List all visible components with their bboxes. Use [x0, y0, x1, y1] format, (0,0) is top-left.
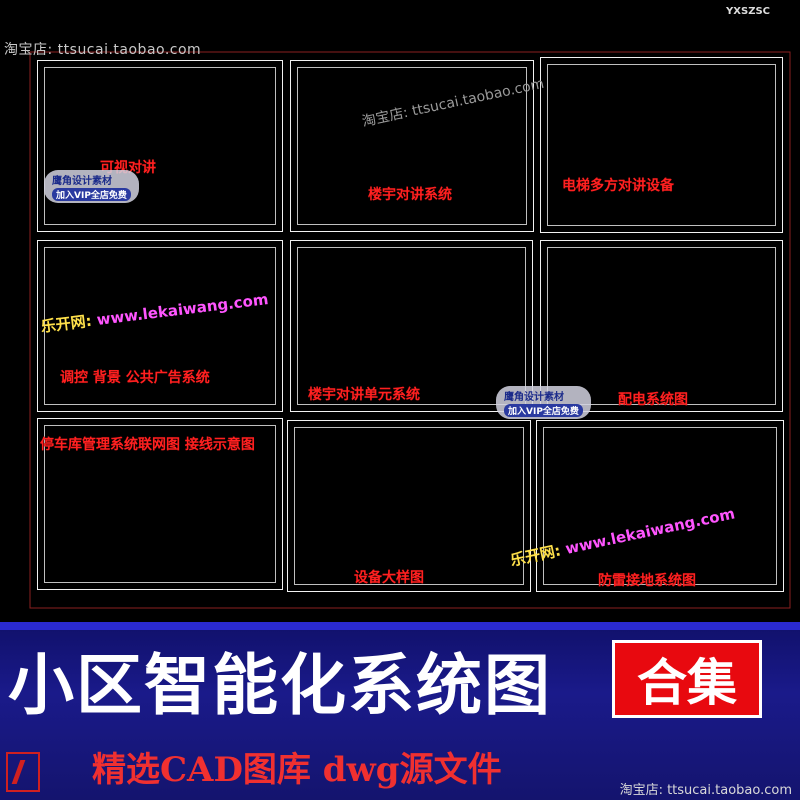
sheet-7-title: 停车库管理系统联网图 接线示意图 — [40, 437, 255, 453]
sheet-3-title: 电梯多方对讲设备 — [562, 178, 674, 194]
collection-badge-text: 合集 — [637, 654, 737, 712]
shop-watermark-bottom: 淘宝店: ttsucai.taobao.com — [619, 783, 792, 798]
sheet-5 — [290, 240, 533, 412]
sheet-2-title: 楼宇对讲系统 — [368, 187, 452, 203]
sheet-7 — [37, 418, 283, 590]
collection-badge: 合集 — [612, 640, 762, 718]
sheet-6 — [540, 240, 783, 412]
product-code: YXSZSC — [726, 6, 770, 17]
sheet-5-title: 楼宇对讲单元系统 — [308, 387, 420, 403]
banner-subtitle: 精选CAD图库 dwg源文件 — [92, 750, 502, 790]
cad-box — [29, 51, 791, 609]
banner-title: 小区智能化系统图 — [8, 647, 552, 724]
brand-badge-1: 鹰角设计素材 加入VIP全店免费 — [44, 170, 139, 203]
sheet-8-title: 设备大样图 — [354, 570, 424, 586]
sheet-4 — [37, 240, 283, 412]
sheet-9 — [536, 420, 784, 592]
sheet-1 — [37, 60, 283, 232]
sheet-2 — [290, 60, 534, 232]
sheet-6-title: 配电系统图 — [618, 392, 688, 408]
brand-badge-name: 鹰角设计素材 — [52, 176, 112, 187]
cad-drawing-collage: 可视对讲 楼宇对讲系统 电梯多方对讲设备 调控 背景 公共广告系统 楼宇对讲单元… — [4, 6, 791, 609]
brand-logo-icon — [6, 752, 40, 792]
sheet-4-title: 调控 背景 公共广告系统 — [60, 370, 210, 386]
brand-badge-sub: 加入VIP全店免费 — [504, 404, 583, 417]
brand-badge-2: 鹰角设计素材 加入VIP全店免费 — [496, 386, 591, 419]
sheet-8 — [287, 420, 531, 592]
brand-badge-sub: 加入VIP全店免费 — [52, 188, 131, 201]
brand-badge-name: 鹰角设计素材 — [504, 392, 564, 403]
sheet-3 — [540, 57, 783, 233]
shop-watermark-top: 淘宝店: ttsucai.taobao.com — [4, 42, 202, 58]
sheet-9-title: 防雷接地系统图 — [598, 573, 696, 589]
